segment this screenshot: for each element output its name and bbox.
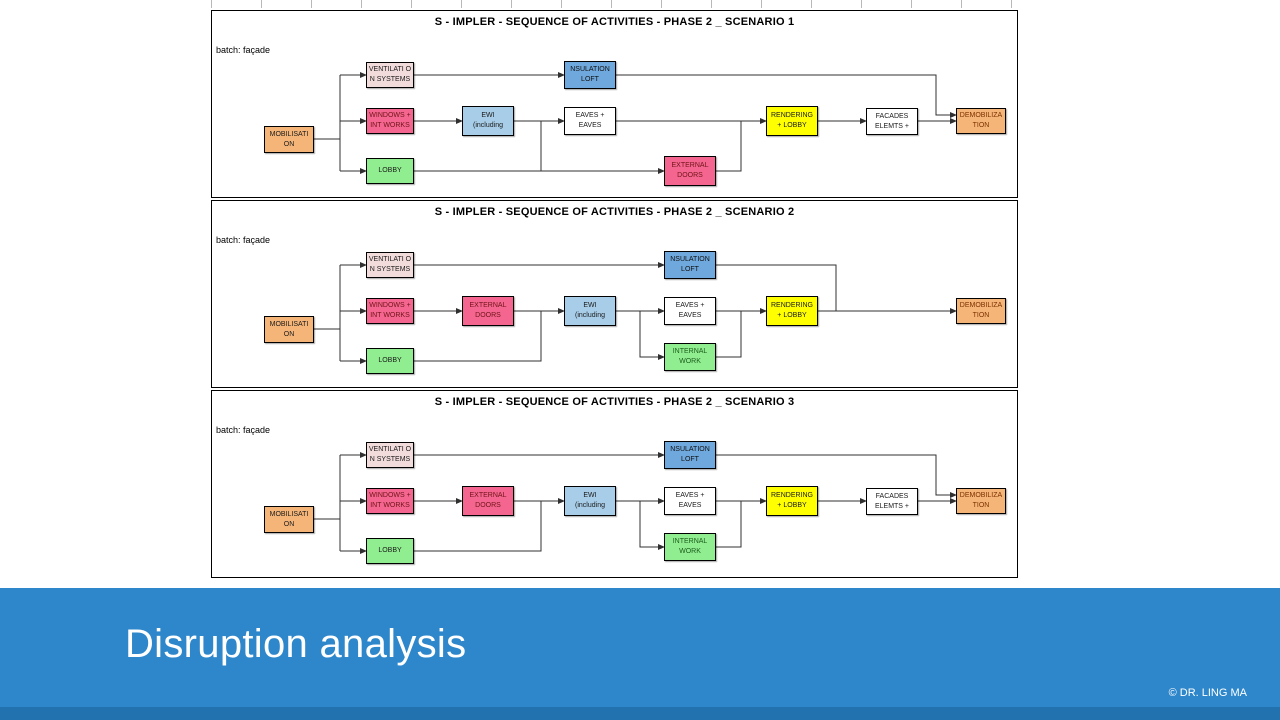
batch-label: batch: façade (216, 235, 271, 245)
grid-ticks (211, 0, 1018, 8)
scenario-panel-1: S - IMPLER - SEQUENCE OF ACTIVITIES - PH… (211, 10, 1018, 198)
panel-title: S - IMPLER - SEQUENCE OF ACTIVITIES - PH… (434, 396, 795, 408)
node-rendering-lobby: RENDERING+ LOBBY (766, 296, 818, 326)
batch-label: batch: façade (216, 425, 271, 435)
node-rendering-lobby: RENDERING+ LOBBY (766, 106, 818, 136)
node-lobby: LOBBY (366, 158, 414, 184)
node-ewi: EWI(including (564, 296, 616, 326)
panel-title: S - IMPLER - SEQUENCE OF ACTIVITIES - PH… (434, 206, 795, 218)
batch-label: batch: façade (216, 45, 271, 55)
node-ewi: EWI(including (462, 106, 514, 136)
node-ewi: EWI(including (564, 486, 616, 516)
scenario-panel-2: S - IMPLER - SEQUENCE OF ACTIVITIES - PH… (211, 200, 1018, 388)
node-windows-int-works: WINDOWS +INT WORKS (366, 488, 414, 514)
connector-lines (314, 72, 957, 174)
node-eaves: EAVES +EAVES (564, 107, 616, 135)
slide-title: Disruption analysis (125, 622, 467, 666)
scenario-panel-3: S - IMPLER - SEQUENCE OF ACTIVITIES - PH… (211, 390, 1018, 578)
node-windows-int-works: WINDOWS +INT WORKS (366, 298, 414, 324)
node-lobby: LOBBY (366, 538, 414, 564)
node-windows-int-works: WINDOWS +INT WORKS (366, 108, 414, 134)
panel-title: S - IMPLER - SEQUENCE OF ACTIVITIES - PH… (434, 16, 795, 28)
bottom-band: Disruption analysis © DR. LING MA (0, 588, 1280, 720)
copyright-text: © DR. LING MA (1168, 687, 1247, 699)
node-eaves: EAVES +EAVES (664, 487, 716, 515)
node-eaves: EAVES +EAVES (664, 297, 716, 325)
connector-lines (314, 452, 957, 554)
connector-lines (314, 262, 957, 364)
node-lobby: LOBBY (366, 348, 414, 374)
footer-strip (0, 707, 1280, 720)
node-rendering-lobby: RENDERING+ LOBBY (766, 486, 818, 516)
